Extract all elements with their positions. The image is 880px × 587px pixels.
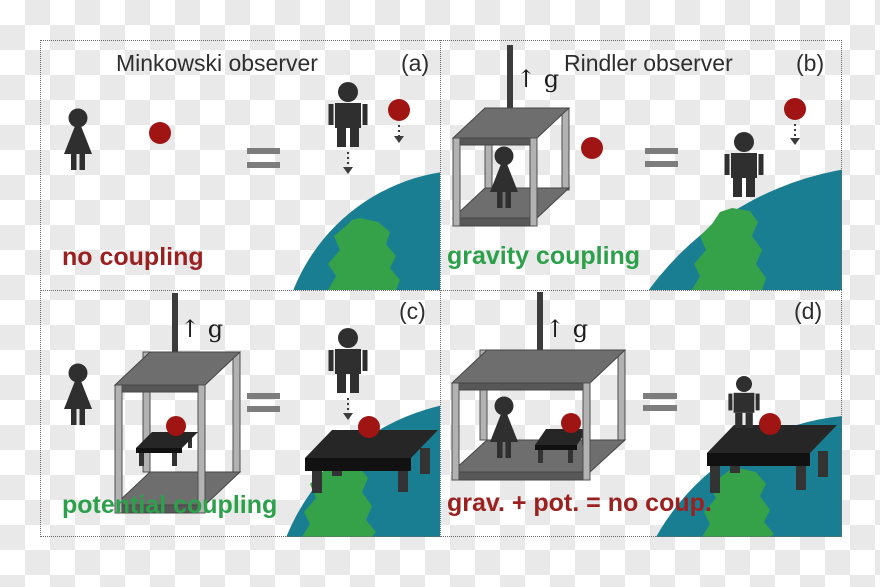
panel-d-gravity-label: ↑ g — [545, 315, 589, 343]
panel-d-scene — [450, 292, 842, 537]
panel-b-title: Rindler observer — [564, 50, 733, 76]
panel-d-caption: grav. + pot. = no coup. — [447, 489, 712, 517]
elevator-icon — [451, 45, 571, 227]
continent-icon — [692, 208, 766, 290]
woman-icon — [64, 108, 92, 170]
ball-icon — [149, 122, 171, 144]
fall-arrow-icon — [394, 125, 404, 143]
equals-icon — [645, 148, 678, 167]
panel-c-gravity-label: ↑ g — [180, 315, 224, 343]
gravity-rod-icon — [172, 293, 178, 371]
equals-icon — [247, 393, 280, 412]
ball-icon — [166, 416, 186, 436]
man-icon — [328, 328, 368, 393]
panel-d-label: (d) — [794, 298, 823, 324]
man-icon — [728, 376, 760, 428]
panel-c-caption: potential coupling — [62, 491, 278, 519]
ball-icon — [759, 413, 781, 435]
table-icon — [136, 432, 198, 466]
man-icon — [328, 82, 368, 147]
panel-b-caption: gravity coupling — [447, 242, 641, 270]
panel-a-title: Minkowski observer — [116, 50, 318, 76]
panel-b-label: (b) — [796, 50, 825, 76]
panel-a-caption: no coupling — [62, 243, 204, 271]
table-icon — [707, 425, 837, 493]
panel-b-scene — [451, 45, 842, 290]
fall-arrow-icon — [343, 152, 353, 174]
ball-icon — [358, 416, 380, 438]
panel-a-scene — [64, 82, 440, 290]
gravity-rod-icon — [507, 45, 513, 125]
panel-c-label: (c) — [399, 298, 426, 324]
panel-divider-horizontal — [40, 290, 842, 291]
fall-arrow-icon — [790, 124, 800, 145]
table-icon — [305, 430, 438, 493]
panel-a-label: (a) — [401, 50, 430, 76]
ball-icon — [388, 99, 410, 121]
woman-icon — [64, 363, 92, 425]
panel-divider-vertical — [440, 40, 441, 537]
fall-arrow-icon — [343, 398, 353, 420]
continent-icon — [328, 218, 400, 290]
ball-icon — [581, 137, 603, 159]
equals-icon — [643, 393, 677, 411]
elevator-icon — [450, 292, 627, 481]
panel-b-gravity-label: ↑ g — [516, 65, 560, 93]
gravity-rod-icon — [537, 292, 543, 368]
elevator-icon — [113, 293, 242, 514]
ball-icon — [784, 98, 806, 120]
panel-c-scene — [64, 293, 440, 537]
man-icon — [724, 132, 764, 197]
equals-icon — [247, 148, 280, 168]
ball-icon — [561, 413, 581, 433]
